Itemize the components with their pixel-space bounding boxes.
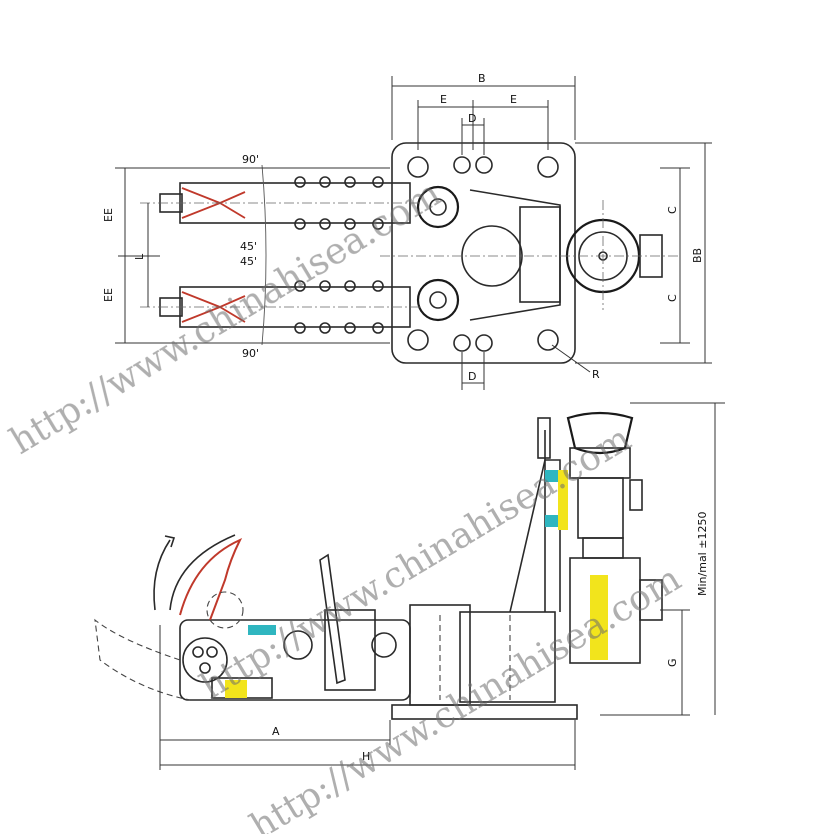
angle-label-45b: 45' xyxy=(240,255,257,268)
plan-view: B E E D D 90' 90' 45' 45' EE EE L C C BB… xyxy=(102,72,712,390)
dim-label-L: L xyxy=(133,253,146,260)
bolt-hole xyxy=(537,156,559,178)
watermark-text: http://www.chinahisea.com xyxy=(194,418,639,708)
valve-upper xyxy=(545,470,559,482)
arm-bolt-row xyxy=(294,176,384,334)
watermark-text: http://www.chinahisea.com xyxy=(244,558,689,834)
bolt-hole xyxy=(475,156,493,174)
dim-label-C-bottom: C xyxy=(666,294,679,302)
hook-pivot xyxy=(182,637,228,683)
angle-label-45a: 45' xyxy=(240,240,257,253)
pivot-lower xyxy=(416,278,460,322)
release-block xyxy=(225,680,247,698)
motor-terminal-box xyxy=(639,579,663,621)
dim-label-E-left: E xyxy=(440,93,447,106)
hook-released-position xyxy=(94,618,191,701)
dim-label-EE-bottom: EE xyxy=(102,288,115,302)
watermark-text: http://www.chinahisea.com xyxy=(4,173,449,463)
capstan-drum-elevation xyxy=(566,411,634,455)
dim-label-R: R xyxy=(592,368,600,381)
dim-label-EE-top: EE xyxy=(102,208,115,222)
bolt-hole xyxy=(475,334,493,352)
pivot-upper xyxy=(416,185,460,229)
support-mast xyxy=(509,459,561,613)
elevation-view: A H G Min/mal ±1250 xyxy=(94,402,725,770)
dim-label-H: H xyxy=(362,750,370,763)
dim-label-G: G xyxy=(666,658,679,667)
motor-highlight xyxy=(590,575,608,660)
valve-lower xyxy=(545,515,559,527)
gearbox xyxy=(577,477,624,539)
rotation-arrow xyxy=(153,539,171,611)
dim-label-min-mal: Min/mal ±1250 xyxy=(696,512,709,596)
bolt-hole xyxy=(407,156,429,178)
hook-jaw xyxy=(179,537,243,621)
hook-tip-upper xyxy=(181,187,246,204)
dim-label-D-bottom: D xyxy=(468,370,476,383)
dim-label-E-right: E xyxy=(510,93,517,106)
bolt-hole xyxy=(407,329,429,351)
bolt-hole xyxy=(453,334,471,352)
angle-label-bottom: 90' xyxy=(242,347,259,360)
dim-label-A: A xyxy=(272,725,280,738)
bolt-hole xyxy=(537,329,559,351)
foundation-plate xyxy=(391,704,578,720)
dim-label-D-top: D xyxy=(468,112,476,125)
dim-label-C-top: C xyxy=(666,206,679,214)
dim-label-B: B xyxy=(478,72,486,85)
release-lever xyxy=(319,553,346,685)
angle-label-top: 90' xyxy=(242,153,259,166)
bolt-hole xyxy=(453,156,471,174)
indicator-panel xyxy=(248,625,276,635)
dim-label-BB: BB xyxy=(691,248,704,263)
